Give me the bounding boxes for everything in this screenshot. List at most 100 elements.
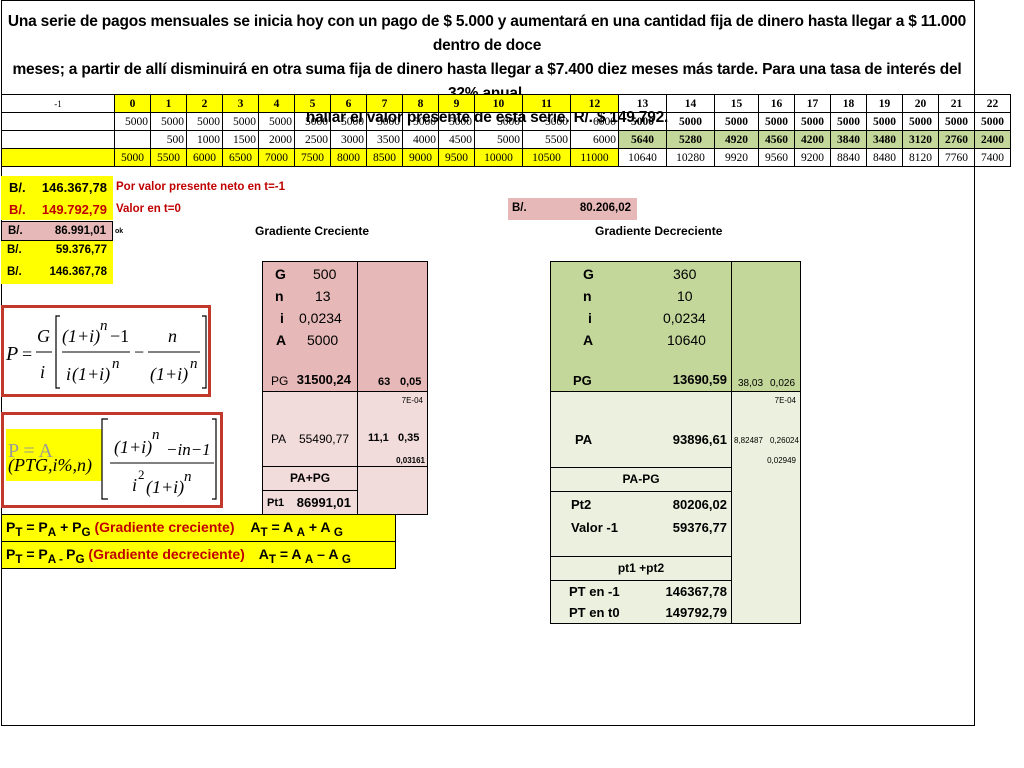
- period-cell-23: 22: [974, 94, 1011, 113]
- svg-text:n: n: [168, 326, 177, 346]
- heading-creciente: Gradiente Creciente: [255, 224, 370, 238]
- payment-cell-3: 6000: [186, 148, 223, 167]
- decreciente-i: 0,0234: [663, 310, 706, 326]
- decreciente-side-top: 38,03 0,026: [731, 261, 801, 392]
- decreciente-pt2-block: Pt2 80206,02 Valor -1 59376,77: [550, 491, 732, 557]
- period-cell-5: 4: [258, 94, 295, 113]
- decreciente-A: 10640: [667, 332, 706, 348]
- mid-result: B/. 80.206,02: [508, 198, 637, 220]
- period-cell-18: 17: [794, 94, 831, 113]
- base-cell-14: 5000: [618, 112, 667, 131]
- heading-decreciente: Gradiente Decreciente: [595, 224, 723, 238]
- period-cell-8: 7: [366, 94, 403, 113]
- mid-result-value: 80.206,02: [579, 202, 631, 214]
- creciente-i: 0,0234: [299, 310, 342, 326]
- payment-cell-16: 9920: [714, 148, 759, 167]
- result-3-value: 86.991,01: [54, 225, 106, 237]
- gradient-cell-21: 3120: [902, 130, 939, 149]
- creciente-params: G 500 n 13 i 0,0234 A 5000 PG 31500,24: [262, 261, 358, 392]
- gradient-cell-22: 2760: [938, 130, 975, 149]
- period-cell-1: 0: [114, 94, 151, 113]
- decreciente-pt-m1: 146367,78: [665, 584, 727, 599]
- npv-label: Por valor presente neto en t=-1: [116, 181, 286, 193]
- note-gradient-creciente: PT = PA + PG (Gradiente creciente) AT = …: [1, 514, 396, 542]
- period-cell-22: 21: [938, 94, 975, 113]
- decreciente-PG: 13690,59: [672, 372, 727, 387]
- gradient-cell-20: 3480: [866, 130, 903, 149]
- payment-cell-1: 5000: [114, 148, 151, 167]
- period-cell-0: -1: [1, 94, 115, 113]
- payment-cell-11: 10000: [474, 148, 523, 167]
- svg-text:P: P: [5, 343, 18, 365]
- gradient-cell-4: 1500: [222, 130, 259, 149]
- svg-text:G: G: [37, 326, 50, 346]
- creciente-side-top: 63 0,05: [357, 261, 428, 392]
- svg-text:i: i: [66, 364, 71, 384]
- base-cell-21: 5000: [902, 112, 939, 131]
- base-cell-5: 5000: [258, 112, 295, 131]
- payment-cell-8: 8500: [366, 148, 403, 167]
- base-cell-7: 5000: [330, 112, 367, 131]
- svg-text:−in−1: −in−1: [166, 440, 211, 459]
- svg-text:n: n: [152, 427, 160, 443]
- result-5-value: 146.367,78: [49, 266, 107, 278]
- creciente-side-bottom: 7E-04 11,1 0,35 0,03161: [357, 391, 428, 467]
- pv-t0-currency: B/. 149.792,79: [1, 198, 113, 220]
- creciente-n: 13: [315, 288, 331, 304]
- gradient-cell-16: 4920: [714, 130, 759, 149]
- payment-cell-20: 8480: [866, 148, 903, 167]
- payment-cell-9: 9000: [402, 148, 439, 167]
- gradient-cell-1: [114, 130, 151, 149]
- gradient-cell-0: [1, 130, 115, 149]
- period-cell-3: 2: [186, 94, 223, 113]
- base-cell-0: [1, 112, 115, 131]
- gradient-cell-6: 2500: [294, 130, 331, 149]
- decreciente-params: G 360 n 10 i 0,0234 A 10640 PG 13690,59: [550, 261, 732, 392]
- period-cell-6: 5: [294, 94, 331, 113]
- creciente-pt1: Pt1 86991,01: [262, 490, 358, 515]
- pv-t0-label: Valor en t=0: [116, 203, 181, 215]
- creciente-pt1-value: 86991,01: [296, 495, 351, 510]
- payment-cell-23: 7400: [974, 148, 1011, 167]
- decreciente-pt-t0: 149792,79: [665, 605, 727, 620]
- svg-text:(PTG,i%,n): (PTG,i%,n): [8, 455, 92, 476]
- payment-cell-17: 9560: [758, 148, 795, 167]
- payment-cell-5: 7000: [258, 148, 295, 167]
- decreciente-sum-label: pt1 +pt2: [550, 556, 732, 581]
- result-row-4: B/. 59.376,77: [1, 241, 113, 262]
- svg-text:−: −: [134, 342, 144, 362]
- gradient-cell-17: 4560: [758, 130, 795, 149]
- payment-cell-15: 10280: [666, 148, 715, 167]
- gradient-cell-14: 5640: [618, 130, 667, 149]
- svg-text:P = A: P = A: [8, 440, 54, 462]
- formula-gradient-svg: P = G i (1+i) n −1 i (1+i) n − n (1+i) n: [5, 315, 207, 389]
- gradient-cell-18: 4200: [794, 130, 831, 149]
- gradient-cell-15: 5280: [666, 130, 715, 149]
- payment-cell-2: 5500: [150, 148, 187, 167]
- gradient-cell-8: 3500: [366, 130, 403, 149]
- decreciente-side-bottom: 7E-04 8,82487 0,26024 0,02949: [731, 391, 801, 624]
- gradient-cell-19: 3840: [830, 130, 867, 149]
- gradient-cell-10: 4500: [438, 130, 475, 149]
- creciente-PA: 55490,77: [298, 432, 349, 446]
- payment-cell-4: 6500: [222, 148, 259, 167]
- svg-text:i: i: [132, 475, 137, 495]
- payment-cell-0: [1, 148, 115, 167]
- result-row-5: B/. 146.367,78: [1, 262, 113, 284]
- decreciente-totals: PT en -1 146367,78 PT en t0 149792,79: [550, 580, 732, 624]
- base-cell-1: 5000: [114, 112, 151, 131]
- result-4-value: 59.376,77: [55, 244, 107, 256]
- formula-gradient-pv: P = G i (1+i) n −1 i (1+i) n − n (1+i) n: [1, 305, 211, 397]
- base-cell-22: 5000: [938, 112, 975, 131]
- svg-text:i: i: [40, 362, 45, 382]
- gradient-cell-5: 2000: [258, 130, 295, 149]
- svg-text:2: 2: [138, 467, 145, 482]
- period-cell-15: 14: [666, 94, 715, 113]
- base-cell-16: 5000: [714, 112, 759, 131]
- payment-cell-7: 8000: [330, 148, 367, 167]
- svg-text:=: =: [22, 344, 32, 364]
- statement-line-1: Una serie de pagos mensuales se inicia h…: [7, 13, 967, 54]
